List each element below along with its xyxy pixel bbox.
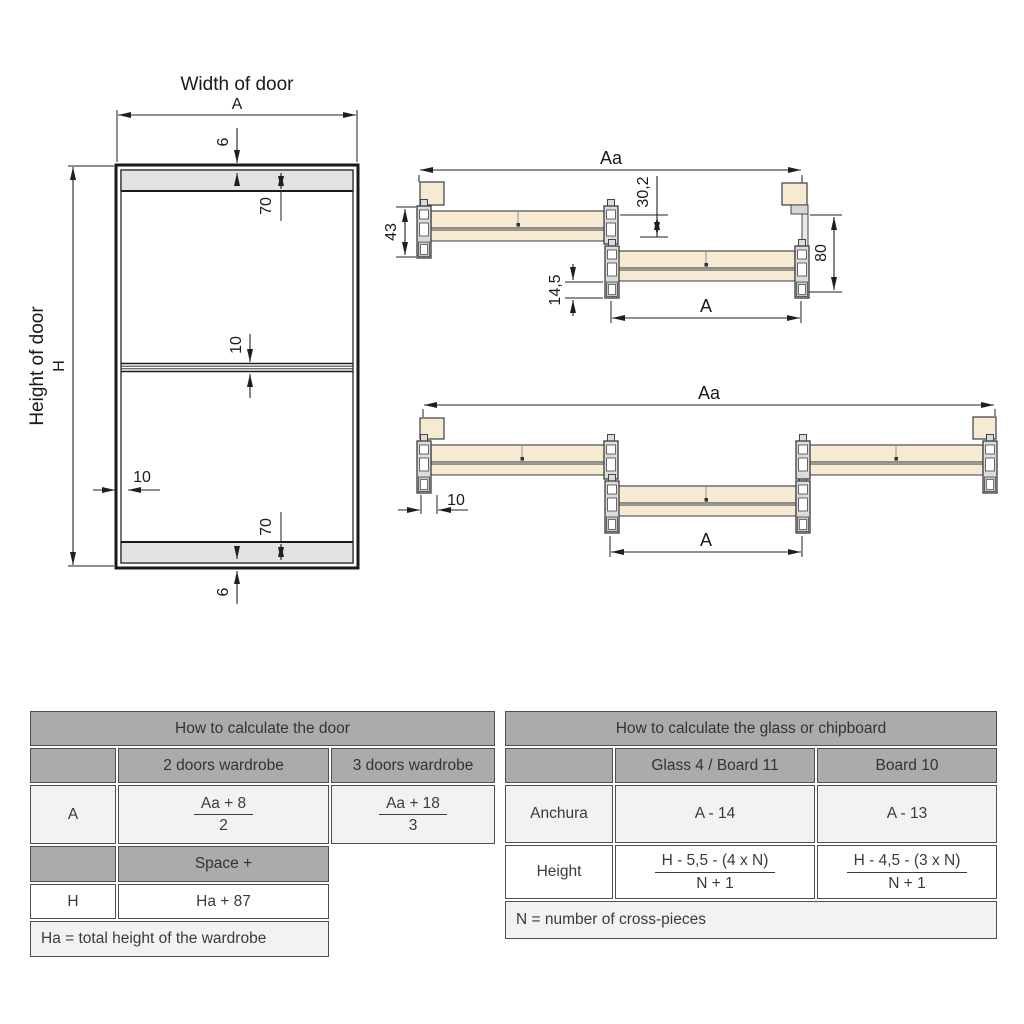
- dim-label-height-h: H: [51, 360, 68, 372]
- door-table-title: How to calculate the door: [30, 711, 496, 746]
- door-table-col-3doors: 3 doors wardrobe: [331, 748, 496, 783]
- door-table-footnote: Ha = total height of the wardrobe: [30, 921, 329, 957]
- door-stile-profile: [794, 238, 810, 299]
- glass-calc-table: How to calculate the glass or chipboard …: [503, 709, 999, 941]
- door-table-empty-cell: [30, 846, 116, 882]
- mount-bracket: [419, 417, 445, 440]
- glass-table-col-glass: Glass 4 / Board 11: [615, 748, 815, 783]
- formula-denominator: N + 1: [696, 874, 734, 892]
- formula-numerator: H - 5,5 - (4 x N): [654, 851, 776, 873]
- glass-table-title: How to calculate the glass or chipboard: [505, 711, 998, 746]
- mount-bracket: [781, 182, 808, 206]
- section-3-doors: Aa: [398, 383, 998, 557]
- door-stile-profile: [416, 433, 432, 494]
- door-panel-section: [426, 444, 606, 476]
- formula-denominator: 2: [219, 817, 228, 834]
- formula-numerator: H - 4,5 - (3 x N): [846, 851, 968, 873]
- door-calc-table: How to calculate the door 2 doors wardro…: [28, 709, 497, 959]
- door-stile-profile: [982, 433, 998, 494]
- door-stile-profile: [603, 198, 619, 245]
- dim-label-stile-width-3doors: 10: [447, 492, 465, 509]
- dim-label-bottom-band: 70: [258, 518, 275, 536]
- dim-label-stile: 10: [133, 469, 151, 486]
- front-view-diagram: Width of door A H: [27, 74, 360, 604]
- door-stile-profile: [416, 198, 432, 259]
- door-table-corner-cell: [30, 748, 116, 783]
- door-stile-profile: [604, 473, 620, 534]
- door-table-row-h-label: H: [30, 884, 116, 919]
- formula-denominator: 3: [408, 817, 418, 834]
- door-stile-profile: [604, 238, 620, 299]
- dim-label-mid-rail: 10: [228, 336, 245, 354]
- door-table-space-header: Space +: [118, 846, 329, 882]
- door-mid-rail: [121, 362, 353, 373]
- formula-denominator: N + 1: [888, 874, 926, 892]
- glass-table-row-width-label: Anchura: [505, 785, 613, 843]
- dim-label-front-depth: 43: [383, 223, 400, 241]
- door-panel-section: [613, 485, 797, 517]
- dim-label-overlap-offset: 30,2: [635, 176, 652, 207]
- door-panel-section: [426, 210, 606, 242]
- mount-bracket: [972, 416, 997, 440]
- door-table-col-2doors: 2 doors wardrobe: [118, 748, 329, 783]
- section-2-doors: Aa: [383, 148, 842, 323]
- dim-label-aa-2doors: Aa: [600, 148, 623, 168]
- door-panel-section: [804, 444, 984, 476]
- dim-label-width-a: A: [232, 96, 243, 113]
- glass-table-col-board: Board 10: [817, 748, 998, 783]
- door-stile-profile: [603, 433, 619, 480]
- dim-label-a-2doors: A: [700, 296, 712, 316]
- glass-table-height-glass-formula: H - 5,5 - (4 x N) N + 1: [615, 845, 815, 899]
- door-table-a-3doors-formula: Aa + 18 3: [331, 785, 496, 844]
- dim-label-total-depth: 80: [813, 244, 830, 262]
- glass-table-width-board: A - 13: [817, 785, 998, 843]
- formula-numerator: Aa + 8: [193, 794, 254, 815]
- door-panel-section: [613, 250, 796, 282]
- dim-label-a-3doors: A: [700, 530, 712, 550]
- dim-label-top-gap: 6: [215, 137, 232, 146]
- front-view-height-title: Height of door: [27, 306, 48, 426]
- front-view-title: Width of door: [181, 74, 295, 95]
- glass-table-footnote: N = number of cross-pieces: [505, 901, 998, 939]
- glass-table-height-board-formula: H - 4,5 - (3 x N) N + 1: [817, 845, 998, 899]
- dim-label-aa-3doors: Aa: [698, 383, 721, 403]
- glass-table-width-glass: A - 14: [615, 785, 815, 843]
- glass-table-row-height-label: Height: [505, 845, 613, 899]
- dim-label-bottom-gap: 6: [215, 587, 232, 596]
- dim-label-top-band: 70: [258, 197, 275, 215]
- glass-table-corner-cell: [505, 748, 613, 783]
- door-stile-profile: [795, 473, 811, 534]
- dim-label-panel-gap: 14,5: [547, 274, 564, 305]
- door-table-a-2doors-formula: Aa + 8 2: [118, 785, 329, 844]
- door-table-row-a-label: A: [30, 785, 116, 844]
- door-stile-profile: [795, 433, 811, 480]
- formula-numerator: Aa + 18: [379, 794, 447, 815]
- technical-drawing: Width of door A H: [27, 74, 998, 604]
- door-table-h-formula: Ha + 87: [118, 884, 329, 919]
